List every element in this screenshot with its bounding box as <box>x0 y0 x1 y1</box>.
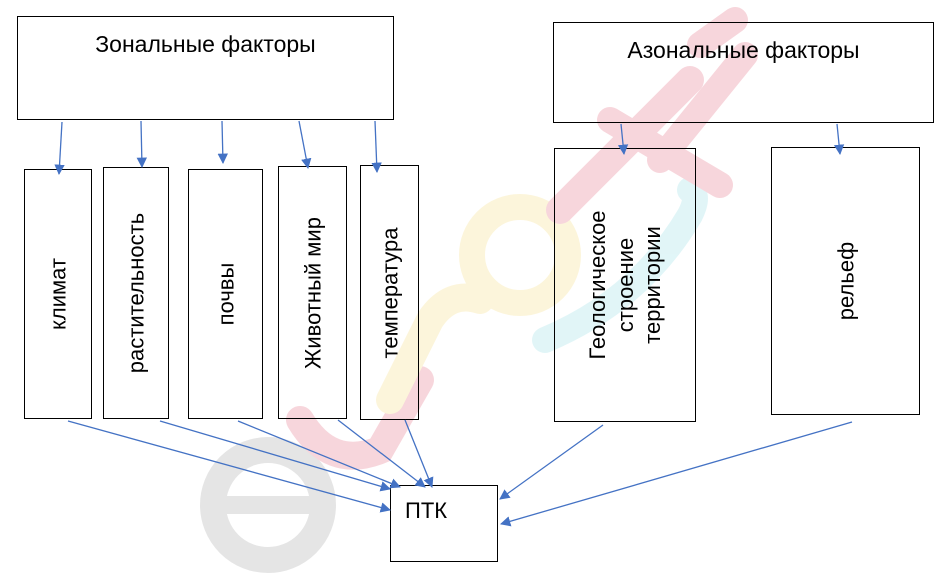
azonal-factors-box: Азональные факторы <box>553 22 934 123</box>
arrow-soils-to-ptk <box>237 420 401 489</box>
azonal-factors-title: Азональные факторы <box>627 37 860 63</box>
arrow-zonal-to-climate <box>54 121 65 176</box>
arrow-temperature-to-ptk <box>404 419 434 488</box>
zonal-factors-title: Зональные факторы <box>95 31 316 57</box>
arrow-zonal-to-fauna <box>298 120 312 170</box>
arrow-geology-to-ptk <box>499 424 604 500</box>
factor-box-fauna: Животный мир <box>278 166 347 419</box>
watermark-logo-shapes <box>200 7 758 573</box>
zonal-factors-box: Зональные факторы <box>17 16 394 120</box>
arrow-azonal-to-relief <box>833 123 845 156</box>
arrow-zonal-to-temperature <box>371 120 382 174</box>
arrow-fauna-to-ptk <box>337 419 426 488</box>
factor-box-temperature: температура <box>360 165 419 420</box>
arrow-zonal-to-soils <box>217 120 228 165</box>
arrow-azonal-to-geology <box>617 123 629 156</box>
ptk-box: ПТК <box>390 485 498 562</box>
arrow-climate-to-ptk <box>67 420 392 513</box>
arrow-vegetation-to-ptk <box>159 420 391 492</box>
arrow-zonal-to-vegetation <box>136 120 147 169</box>
factor-box-soils: почвы <box>188 169 263 419</box>
ptk-label: ПТК <box>405 498 448 523</box>
factor-box-vegetation: растительность <box>103 167 169 419</box>
arrow-relief-to-ptk <box>500 421 853 527</box>
factor-box-relief: рельеф <box>771 147 920 415</box>
